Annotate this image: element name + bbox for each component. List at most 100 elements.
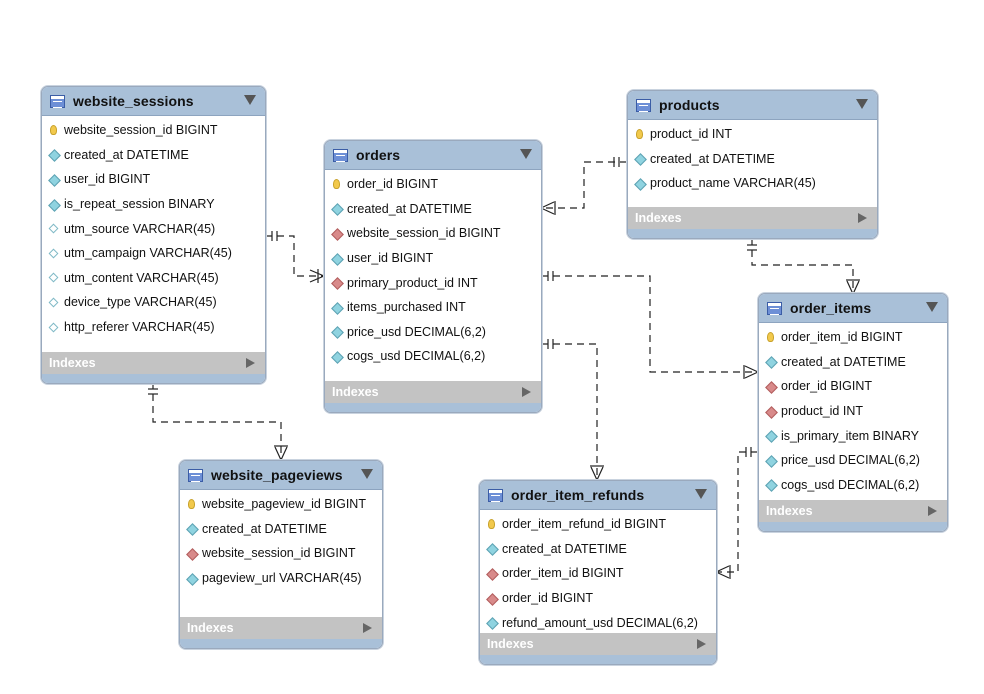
- indexes-label: Indexes: [49, 356, 96, 370]
- indexes-label: Indexes: [187, 621, 234, 635]
- indexes-section[interactable]: Indexes: [759, 500, 947, 522]
- column-row[interactable]: user_id BIGINT: [325, 246, 541, 271]
- table-icon: [767, 301, 782, 315]
- column-row[interactable]: order_item_id BIGINT: [759, 325, 947, 350]
- indexes-section[interactable]: Indexes: [180, 617, 382, 639]
- table-products[interactable]: products product_id INT created_at DATET…: [627, 90, 878, 239]
- foreign-key-icon: [766, 382, 775, 391]
- column-row[interactable]: order_item_refund_id BIGINT: [480, 512, 716, 537]
- collapse-arrow-icon[interactable]: [856, 99, 868, 109]
- table-header[interactable]: website_sessions: [42, 87, 265, 116]
- table-orders[interactable]: orders order_id BIGINT created_at DATETI…: [324, 140, 542, 413]
- column-row[interactable]: created_at DATETIME: [325, 197, 541, 222]
- table-header[interactable]: order_items: [759, 294, 947, 323]
- rel-orders-order-items: [541, 275, 758, 373]
- column-row[interactable]: device_type VARCHAR(45): [42, 290, 265, 315]
- column-diamond-icon: [332, 327, 341, 336]
- column-diamond-icon: [487, 544, 496, 553]
- primary-key-icon: [488, 519, 495, 530]
- column-row[interactable]: order_item_id BIGINT: [480, 561, 716, 586]
- column-row[interactable]: order_id BIGINT: [325, 172, 541, 197]
- table-order-item-refunds[interactable]: order_item_refunds order_item_refund_id …: [479, 480, 717, 665]
- column-row[interactable]: created_at DATETIME: [628, 147, 877, 172]
- column-row[interactable]: is_repeat_session BINARY: [42, 192, 265, 217]
- table-header[interactable]: website_pageviews: [180, 461, 382, 490]
- column-diamond-icon: [187, 574, 196, 583]
- column-row[interactable]: created_at DATETIME: [759, 350, 947, 375]
- nullable-column-icon: [49, 323, 58, 332]
- collapse-arrow-icon[interactable]: [926, 302, 938, 312]
- column-row[interactable]: is_primary_item BINARY: [759, 423, 947, 448]
- table-header[interactable]: order_item_refunds: [480, 481, 716, 510]
- table-footer: Indexes: [480, 633, 716, 664]
- expand-arrow-icon[interactable]: [522, 387, 531, 397]
- indexes-section[interactable]: Indexes: [42, 352, 265, 374]
- indexes-section[interactable]: Indexes: [480, 633, 716, 655]
- primary-key-icon: [188, 499, 195, 510]
- column-row[interactable]: product_name VARCHAR(45): [628, 171, 877, 196]
- table-order-items[interactable]: order_items order_item_id BIGINT created…: [758, 293, 948, 532]
- table-footer: Indexes: [325, 381, 541, 412]
- column-list: website_pageview_id BIGINT created_at DA…: [180, 490, 382, 594]
- column-row[interactable]: website_session_id BIGINT: [325, 221, 541, 246]
- foreign-key-icon: [187, 549, 196, 558]
- indexes-label: Indexes: [635, 211, 682, 225]
- expand-arrow-icon[interactable]: [928, 506, 937, 516]
- column-diamond-icon: [49, 175, 58, 184]
- table-icon: [333, 148, 348, 162]
- collapse-arrow-icon[interactable]: [695, 489, 707, 499]
- column-row[interactable]: created_at DATETIME: [180, 517, 382, 542]
- column-row[interactable]: cogs_usd DECIMAL(6,2): [325, 344, 541, 369]
- column-row[interactable]: utm_source VARCHAR(45): [42, 216, 265, 241]
- column-row[interactable]: user_id BIGINT: [42, 167, 265, 192]
- table-footer-band: [180, 639, 382, 648]
- column-row[interactable]: website_session_id BIGINT: [42, 118, 265, 143]
- column-row[interactable]: website_pageview_id BIGINT: [180, 492, 382, 517]
- rel-orders-refunds: [541, 343, 598, 480]
- column-row[interactable]: pageview_url VARCHAR(45): [180, 566, 382, 591]
- column-row[interactable]: price_usd DECIMAL(6,2): [759, 448, 947, 473]
- column-row[interactable]: utm_campaign VARCHAR(45): [42, 241, 265, 266]
- column-row[interactable]: created_at DATETIME: [480, 537, 716, 562]
- column-row[interactable]: utm_content VARCHAR(45): [42, 266, 265, 291]
- table-website-sessions[interactable]: website_sessions website_session_id BIGI…: [41, 86, 266, 384]
- collapse-arrow-icon[interactable]: [520, 149, 532, 159]
- column-row[interactable]: product_id INT: [759, 399, 947, 424]
- primary-key-icon: [767, 332, 774, 343]
- expand-arrow-icon[interactable]: [697, 639, 706, 649]
- indexes-section[interactable]: Indexes: [325, 381, 541, 403]
- column-row[interactable]: price_usd DECIMAL(6,2): [325, 320, 541, 345]
- collapse-arrow-icon[interactable]: [244, 95, 256, 105]
- column-diamond-icon: [332, 204, 341, 213]
- rel-products-orders: [541, 161, 627, 209]
- column-diamond-icon: [49, 150, 58, 159]
- expand-arrow-icon[interactable]: [858, 213, 867, 223]
- column-diamond-icon: [766, 357, 775, 366]
- collapse-arrow-icon[interactable]: [361, 469, 373, 479]
- column-row[interactable]: created_at DATETIME: [42, 143, 265, 168]
- table-header[interactable]: orders: [325, 141, 541, 170]
- column-row[interactable]: product_id INT: [628, 122, 877, 147]
- column-row[interactable]: cogs_usd DECIMAL(6,2): [759, 473, 947, 498]
- column-row[interactable]: order_id BIGINT: [480, 586, 716, 611]
- column-row[interactable]: http_referer VARCHAR(45): [42, 315, 265, 340]
- indexes-section[interactable]: Indexes: [628, 207, 877, 229]
- rel-website-sessions-orders: [265, 235, 324, 277]
- column-diamond-icon: [635, 154, 644, 163]
- table-footer: Indexes: [42, 352, 265, 383]
- primary-key-icon: [50, 125, 57, 136]
- column-row[interactable]: items_purchased INT: [325, 295, 541, 320]
- expand-arrow-icon[interactable]: [246, 358, 255, 368]
- primary-key-icon: [333, 179, 340, 190]
- table-website-pageviews[interactable]: website_pageviews website_pageview_id BI…: [179, 460, 383, 649]
- expand-arrow-icon[interactable]: [363, 623, 372, 633]
- column-row[interactable]: refund_amount_usd DECIMAL(6,2): [480, 610, 716, 635]
- nullable-column-icon: [49, 298, 58, 307]
- rel-products-order-items: [751, 238, 854, 294]
- table-header[interactable]: products: [628, 91, 877, 120]
- column-diamond-icon: [487, 618, 496, 627]
- column-row[interactable]: primary_product_id INT: [325, 270, 541, 295]
- column-row[interactable]: website_session_id BIGINT: [180, 541, 382, 566]
- column-row[interactable]: order_id BIGINT: [759, 374, 947, 399]
